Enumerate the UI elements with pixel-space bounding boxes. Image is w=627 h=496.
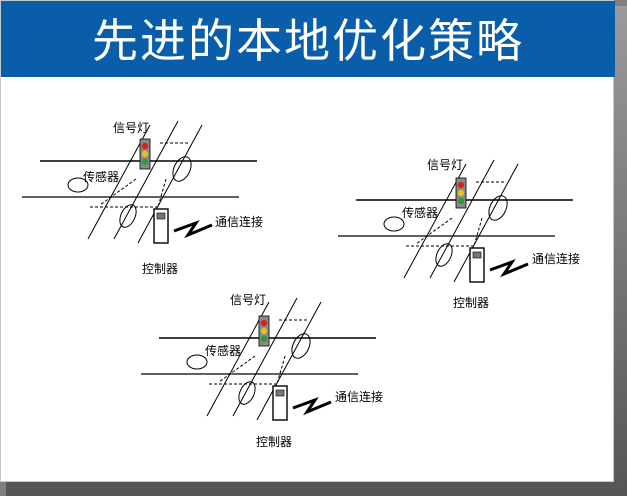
signal-label-1: 信号灯 bbox=[113, 121, 149, 135]
controller-label-2: 控制器 bbox=[453, 296, 489, 310]
intersection-diagrams: 信号灯 传感器 控制器 通信连接 信号灯 传感器 控制器 通信连接 信号灯 传感… bbox=[20, 119, 580, 449]
sensor-label-1: 传感器 bbox=[83, 169, 119, 184]
signal-label-2: 信号灯 bbox=[427, 158, 463, 172]
sensor-label-3: 传感器 bbox=[205, 343, 241, 358]
comm-label-3: 通信连接 bbox=[335, 389, 383, 404]
comm-label-1: 通信连接 bbox=[215, 214, 263, 229]
slide-title: 先进的本地优化策略 bbox=[92, 14, 524, 68]
controller-label-3: 控制器 bbox=[256, 435, 292, 449]
title-bar: 先进的本地优化策略 bbox=[1, 1, 615, 77]
sensor-label-2: 传感器 bbox=[402, 205, 438, 220]
signal-label-3: 信号灯 bbox=[230, 293, 266, 307]
slide: 先进的本地优化策略 bbox=[0, 0, 615, 482]
controller-label-1: 控制器 bbox=[142, 262, 178, 276]
comm-label-2: 通信连接 bbox=[532, 251, 580, 266]
